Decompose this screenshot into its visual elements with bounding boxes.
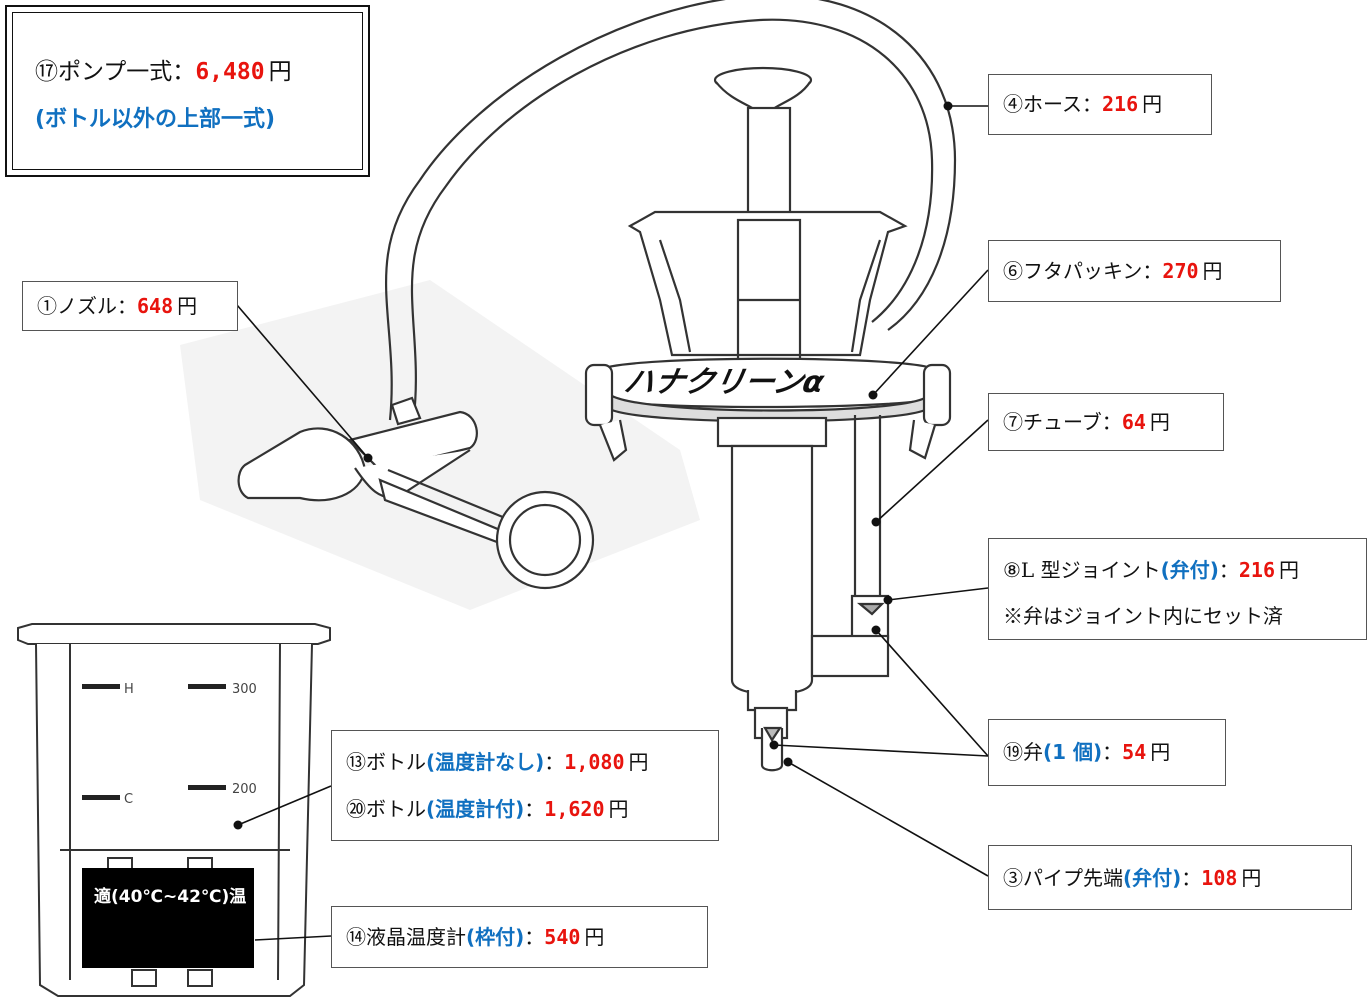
bottle-b-sep: ： [524, 797, 545, 821]
lcd-name: ⑭液晶温度計 [346, 925, 466, 949]
bottle-b-yen: 円 [608, 797, 629, 821]
pipe-note: (弁付) [1123, 866, 1182, 890]
joint-sep: ： [1218, 558, 1239, 582]
bottle-b-note: (温度計付) [426, 797, 525, 821]
bottle-mark-300: 300 [232, 682, 257, 697]
tube-name: ⑦チューブ： [1003, 410, 1122, 434]
pump-set-name: ⑰ポンプ一式： [35, 59, 196, 85]
lid-yen: 円 [1202, 259, 1223, 283]
pump-set-note: (ボトル以外の上部一式) [35, 107, 276, 132]
leader-lines [236, 105, 989, 941]
pump-set-yen: 円 [268, 59, 292, 85]
bottle-a-yen: 円 [628, 750, 649, 774]
joint-name: ⑧L 型ジョイント [1003, 558, 1161, 582]
pump-drawing [584, 66, 952, 772]
pump-set-price: 6,480 [195, 59, 265, 85]
lid-name: ⑥フタパッキン： [1003, 259, 1163, 283]
pipe-yen: 円 [1241, 866, 1262, 890]
lcd-thermometer [82, 868, 254, 968]
valve-note: (1 個) [1043, 740, 1103, 764]
lcd-sep: ： [524, 925, 545, 949]
bottle-mark-200: 200 [232, 782, 257, 797]
tube-price: 64 [1121, 410, 1146, 434]
lcd-note: (枠付) [466, 925, 525, 949]
pipe-sep: ： [1181, 866, 1202, 890]
valve-price: 54 [1122, 740, 1147, 764]
brand-logo: ハナクリーンα [621, 365, 826, 400]
nozzle-price: 648 [137, 294, 174, 318]
bottle-a-sep: ： [544, 750, 565, 774]
hose [384, 0, 957, 421]
joint-sub: ※弁はジョイント内にセット済 [1003, 604, 1283, 628]
bottle-mark-c: C [124, 792, 133, 807]
lcd-yen: 円 [584, 925, 605, 949]
joint-price: 216 [1238, 558, 1275, 582]
hose-name: ④ホース： [1003, 92, 1102, 116]
lcd-price: 540 [544, 925, 581, 949]
leader-dots [233, 101, 953, 830]
thermometer-text: 適(40℃~42℃)温 [94, 886, 246, 907]
nozzle-name: ①ノズル： [37, 294, 137, 318]
bottle-a-name: ⑬ボトル [346, 750, 426, 774]
bottle-b-price: 1,620 [544, 797, 605, 821]
lid-price: 270 [1162, 259, 1199, 283]
nozzle-drawing [237, 396, 595, 590]
hose-price: 216 [1102, 92, 1139, 116]
joint-note: (弁付) [1160, 558, 1219, 582]
valve-name: ⑲弁 [1003, 740, 1043, 764]
joint-yen: 円 [1278, 558, 1299, 582]
tube-yen: 円 [1149, 410, 1170, 434]
bottle-a-note: (温度計なし) [426, 750, 545, 774]
bottle-b-name: ⑳ボトル [346, 797, 426, 821]
pipe-price: 108 [1201, 866, 1238, 890]
valve-yen: 円 [1150, 740, 1171, 764]
bottle-a-price: 1,080 [564, 750, 625, 774]
pipe-name: ③パイプ先端 [1003, 866, 1123, 890]
valve-sep: ： [1102, 740, 1123, 764]
hose-yen: 円 [1142, 92, 1163, 116]
bottle-mark-h: H [124, 682, 134, 697]
nozzle-yen: 円 [177, 294, 198, 318]
